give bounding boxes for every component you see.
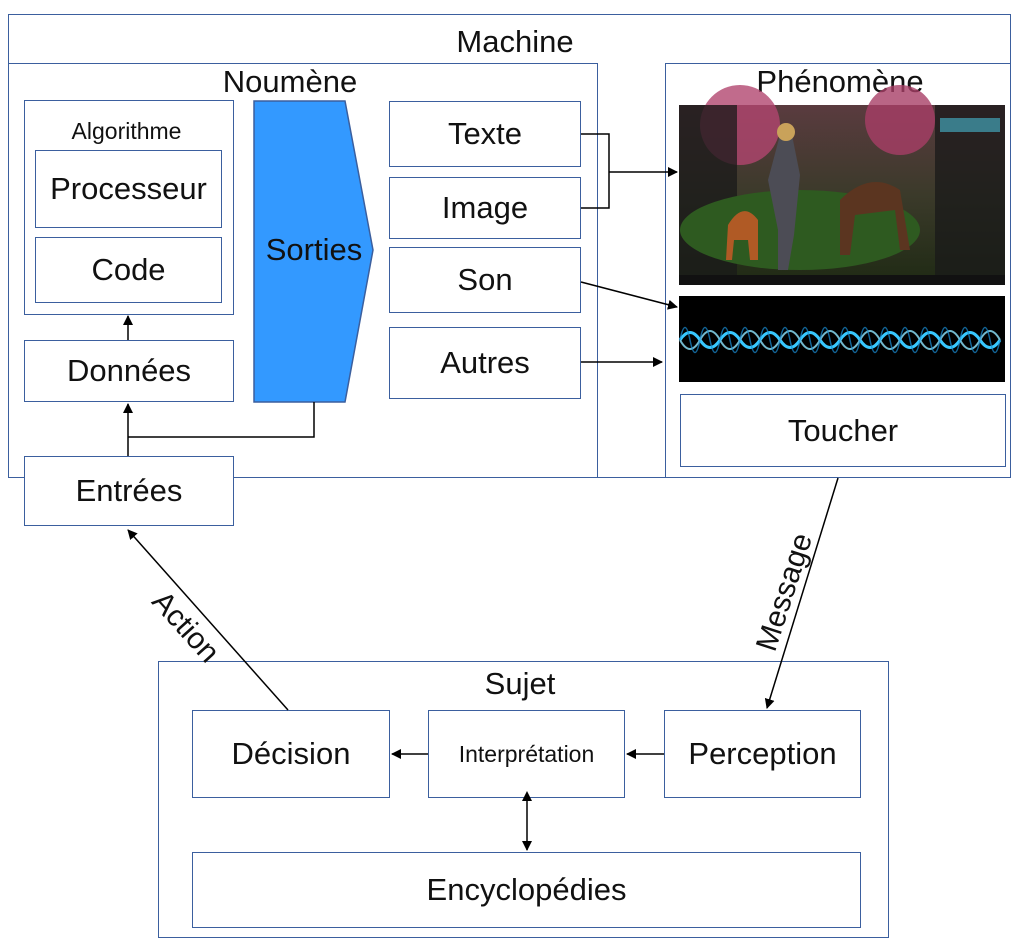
output-son: Son bbox=[389, 247, 581, 313]
noumene-frame bbox=[8, 63, 598, 478]
output-autres: Autres bbox=[389, 327, 581, 399]
sound-wave-image bbox=[678, 296, 1005, 382]
noumene-title: Noumène bbox=[222, 64, 358, 99]
code-box: Code bbox=[35, 237, 222, 303]
sujet-title: Sujet bbox=[484, 666, 556, 701]
donnees-box: Données bbox=[24, 340, 234, 402]
interpretation-box: Interprétation bbox=[428, 710, 625, 798]
machine-title: Machine bbox=[456, 24, 574, 59]
perception-box: Perception bbox=[664, 710, 861, 798]
output-texte: Texte bbox=[389, 101, 581, 167]
sorties-label: Sorties bbox=[265, 232, 363, 267]
encyclopedies-box: Encyclopédies bbox=[192, 852, 861, 928]
decision-box: Décision bbox=[192, 710, 390, 798]
processeur-box: Processeur bbox=[35, 150, 222, 228]
game-screenshot-image bbox=[679, 85, 1005, 285]
algorithme-label: Algorithme bbox=[71, 118, 182, 144]
entrees-box: Entrées bbox=[24, 456, 234, 526]
toucher-box: Toucher bbox=[680, 394, 1006, 467]
output-image: Image bbox=[389, 177, 581, 239]
